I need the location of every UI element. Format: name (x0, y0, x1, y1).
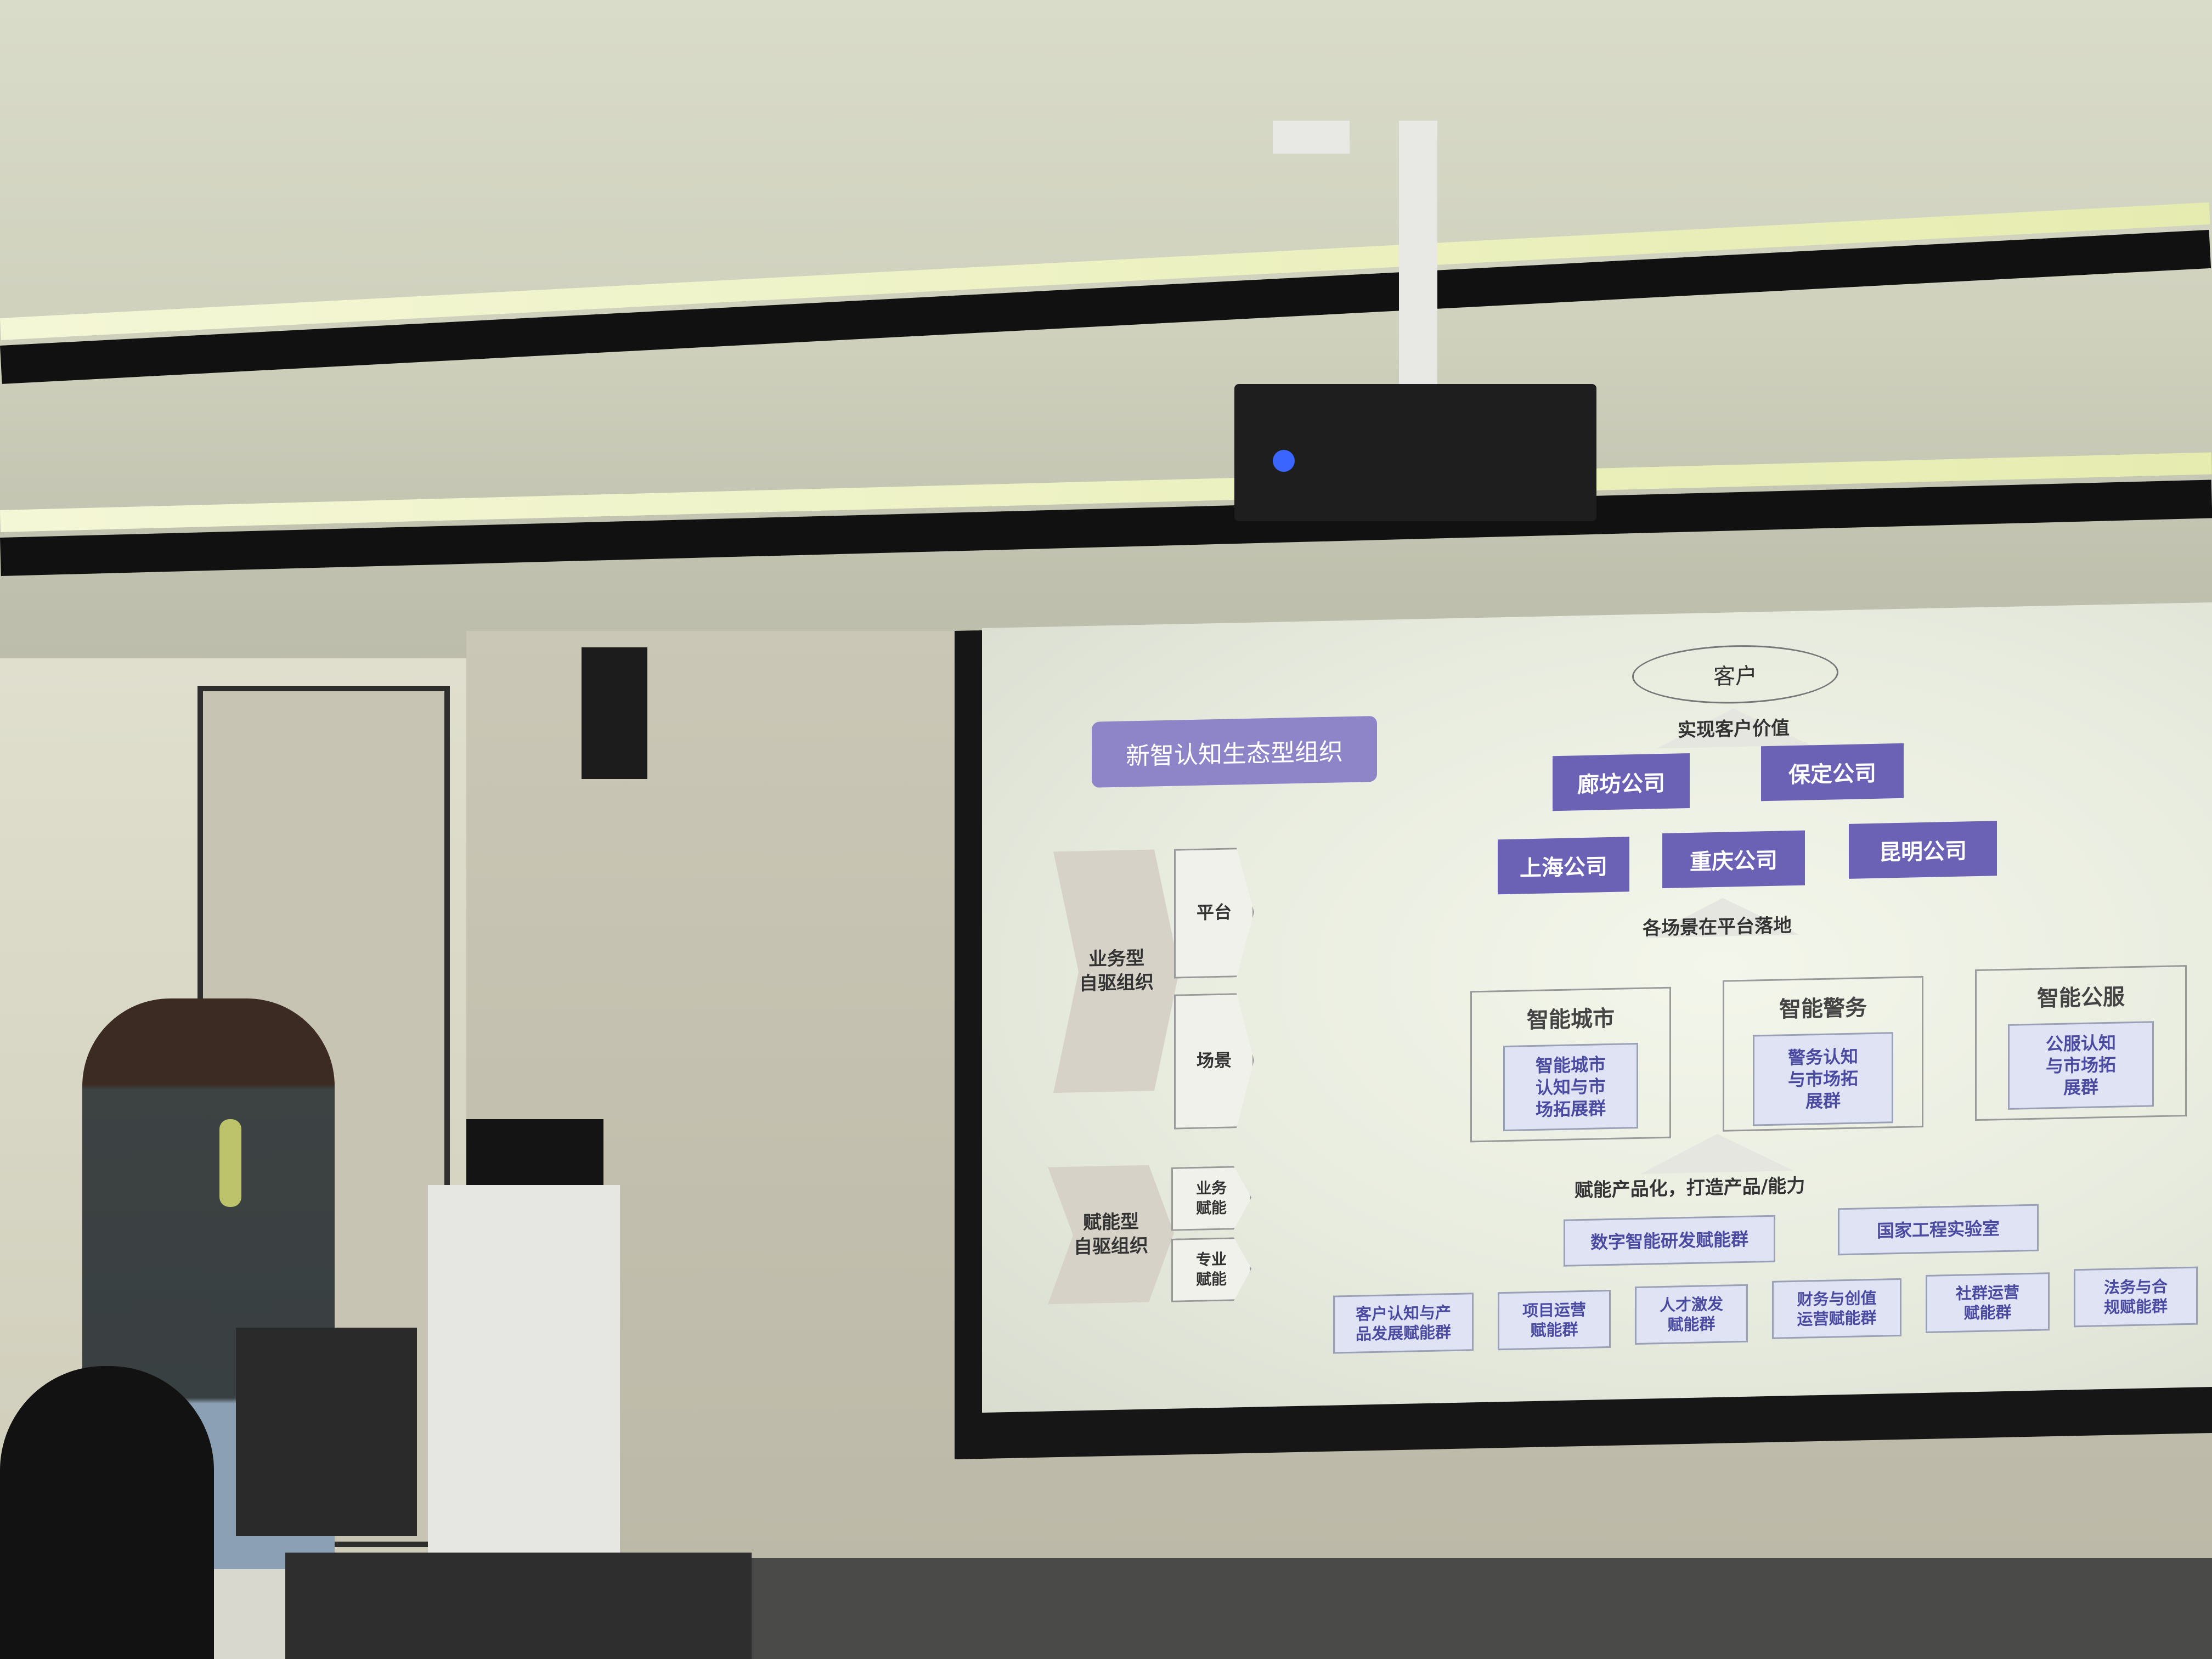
arrow-up-3 (1640, 1132, 1794, 1174)
wall-speaker (582, 647, 647, 779)
projection-screen: 新智认知生态型组织 客户 实现客户价值 廊坊公司 保定公司 上海公司 重庆公司 … (982, 602, 2212, 1413)
chevron-pro-enable: 专业 赋能 (1171, 1237, 1251, 1302)
domain-inner-police: 警务认知 与市场拓 展群 (1753, 1032, 1893, 1126)
company-langfang: 廊坊公司 (1553, 753, 1690, 811)
domain-inner-public: 公服认知 与市场拓 展群 (2008, 1021, 2154, 1110)
arrow-label-customer-value: 实现客户价值 (1678, 717, 1790, 742)
podium (428, 1185, 620, 1569)
projector-power-led (1273, 450, 1295, 472)
foreground-chair (285, 1553, 752, 1659)
domain-inner-city: 智能城市 认知与市 场拓展群 (1503, 1042, 1638, 1132)
group-talent: 人才激发 赋能群 (1635, 1284, 1748, 1345)
customer-node: 客户 (1632, 643, 1838, 706)
company-kunming: 昆明公司 (1849, 821, 1997, 879)
domain-box-police: 智能警务 警务认知 与市场拓 展群 (1723, 976, 1923, 1132)
company-chongqing: 重庆公司 (1662, 830, 1805, 889)
projector (1234, 384, 1596, 521)
arrow-label-platform-landing: 各场景在平台落地 (1643, 915, 1792, 940)
chevron-platform: 平台 (1174, 848, 1254, 979)
domain-box-public: 智能公服 公服认知 与市场拓 展群 (1975, 965, 2187, 1121)
chevron-scene: 场景 (1174, 993, 1254, 1130)
microphone (219, 1119, 241, 1207)
group-finance: 财务与创值 运营赋能群 (1772, 1278, 1901, 1339)
projector-pole (1399, 121, 1437, 395)
domain-title-public: 智能公服 (2037, 984, 2125, 1012)
chevron-business-org: 业务型 自驱组织 (1053, 849, 1180, 1093)
arrow-label-productization: 赋能产品化，打造产品/能力 (1574, 1175, 1805, 1202)
domain-box-city: 智能城市 智能城市 认知与市 场拓展群 (1470, 986, 1671, 1143)
group-project-ops: 项目运营 赋能群 (1498, 1289, 1611, 1351)
domain-title-city: 智能城市 (1527, 1006, 1615, 1034)
company-baoding: 保定公司 (1761, 743, 1904, 802)
chair (236, 1328, 417, 1536)
group-community: 社群运营 赋能群 (1926, 1272, 2050, 1333)
chevron-enabling-org: 赋能型 自驱组织 (1048, 1165, 1174, 1305)
platform-national-lab: 国家工程实验室 (1838, 1204, 2039, 1256)
chevron-business-enable: 业务 赋能 (1171, 1166, 1251, 1231)
company-shanghai: 上海公司 (1498, 837, 1629, 895)
platform-digital-rd: 数字智能研发赋能群 (1564, 1215, 1775, 1267)
domain-title-police: 智能警务 (1779, 995, 1867, 1023)
ceiling-mount (1273, 121, 1350, 154)
group-customer-product: 客户认知与产 品发展赋能群 (1333, 1293, 1474, 1354)
group-legal: 法务与合 规赋能群 (2074, 1266, 2198, 1328)
foreground-head (0, 1366, 214, 1659)
laptop (466, 1119, 603, 1190)
slide-title: 新智认知生态型组织 (1092, 715, 1377, 788)
